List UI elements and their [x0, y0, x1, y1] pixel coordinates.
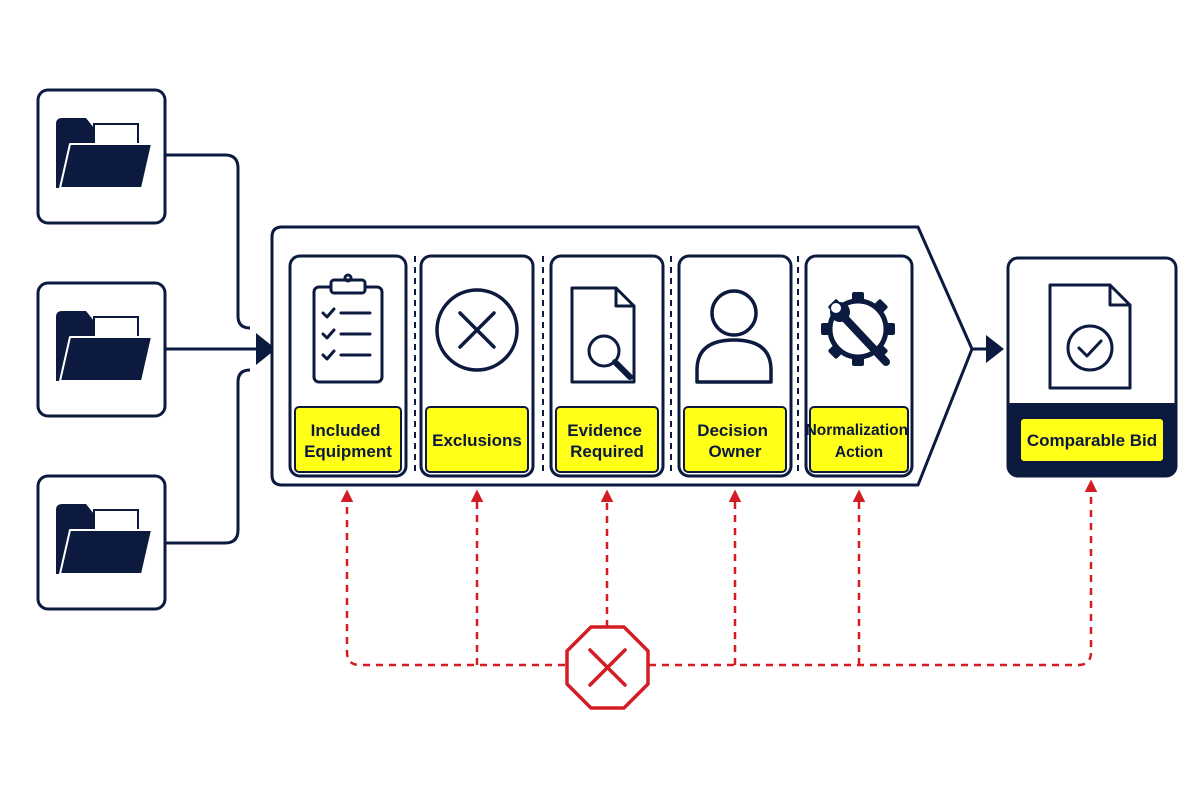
stage-label: Evidence Required [567, 421, 646, 461]
stage-dividers [414, 256, 799, 476]
stage-normalization-action: Normalization Action [804, 254, 914, 478]
source-folder-1 [36, 88, 167, 225]
output-arrow [972, 335, 1004, 363]
document-search-icon [570, 286, 636, 384]
stage-label: Exclusions [432, 431, 522, 450]
pipeline-input-arrowhead [256, 333, 276, 365]
stage-included-equipment: Included Equipment [288, 254, 408, 478]
stage-label-box [294, 406, 402, 473]
stage-label-box [425, 406, 529, 473]
source-folder-3 [36, 474, 167, 611]
output-comparable-bid: Comparable Bid [1006, 256, 1178, 478]
stage-exclusions: Exclusions [419, 254, 535, 478]
stage-decision-owner: Decision Owner [677, 254, 793, 478]
user-icon [695, 289, 773, 384]
document-check-icon [1048, 283, 1132, 390]
output-label: Comparable Bid [1027, 431, 1157, 450]
folder-icon [56, 311, 153, 382]
feedback-lines [340, 479, 1098, 667]
clipboard-checklist-icon [312, 273, 384, 384]
stop-octagon-x-icon [565, 625, 650, 710]
folder-icon [56, 504, 153, 575]
stage-label-box [683, 406, 787, 473]
circle-x-icon [435, 288, 519, 372]
source-folder-2 [36, 281, 167, 418]
stage-label-box [809, 406, 909, 473]
stage-evidence-required: Evidence Required [549, 254, 665, 478]
stage-label: Normalization Action [806, 422, 913, 461]
output-label-box [1019, 417, 1165, 463]
stage-label: Included Equipment [304, 421, 392, 461]
gear-wrench-icon [821, 292, 895, 366]
stage-label-box [555, 406, 659, 473]
input-connectors [165, 153, 258, 545]
stage-label: Decision Owner [697, 421, 773, 461]
folder-icon [56, 118, 153, 189]
